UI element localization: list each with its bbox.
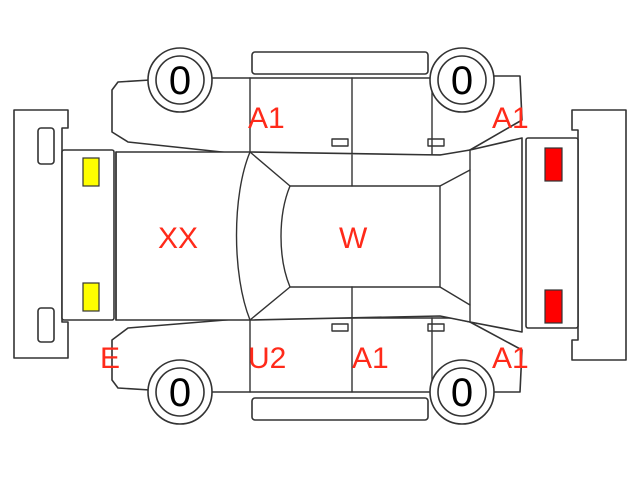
tire-front-right: 0 bbox=[147, 359, 213, 425]
front-right-headlamp bbox=[82, 282, 100, 312]
left-side-profile bbox=[111, 75, 523, 156]
tire-front-left-label: 0 bbox=[169, 59, 191, 103]
damage-label-front-right-door: U2 bbox=[248, 342, 286, 375]
damage-label-front-left-fender: A1 bbox=[248, 102, 285, 135]
tire-rear-left-label: 0 bbox=[451, 59, 473, 103]
damage-label-rear-right-quarter: A1 bbox=[492, 342, 529, 375]
rear-left-taillamp bbox=[544, 147, 563, 182]
damage-label-hood: XX bbox=[158, 222, 198, 255]
tire-rear-right-label: 0 bbox=[451, 371, 473, 415]
tire-front-right-label: 0 bbox=[169, 371, 191, 415]
car-top-body bbox=[115, 137, 523, 333]
front-bumper bbox=[13, 109, 115, 359]
right-side-sill bbox=[251, 397, 429, 421]
damage-label-rear-left-quarter: A1 bbox=[492, 102, 529, 135]
damage-label-front-right-corner: E bbox=[100, 342, 120, 375]
damage-label-roof: W bbox=[339, 222, 368, 255]
left-side-sill bbox=[251, 51, 429, 75]
tire-front-left: 0 bbox=[147, 47, 213, 113]
tire-rear-left: 0 bbox=[429, 47, 495, 113]
rear-bumper bbox=[525, 109, 627, 361]
front-left-headlamp bbox=[82, 157, 100, 187]
tire-rear-right: 0 bbox=[429, 359, 495, 425]
rear-right-taillamp bbox=[544, 289, 563, 324]
damage-label-rear-right-door: A1 bbox=[352, 342, 389, 375]
